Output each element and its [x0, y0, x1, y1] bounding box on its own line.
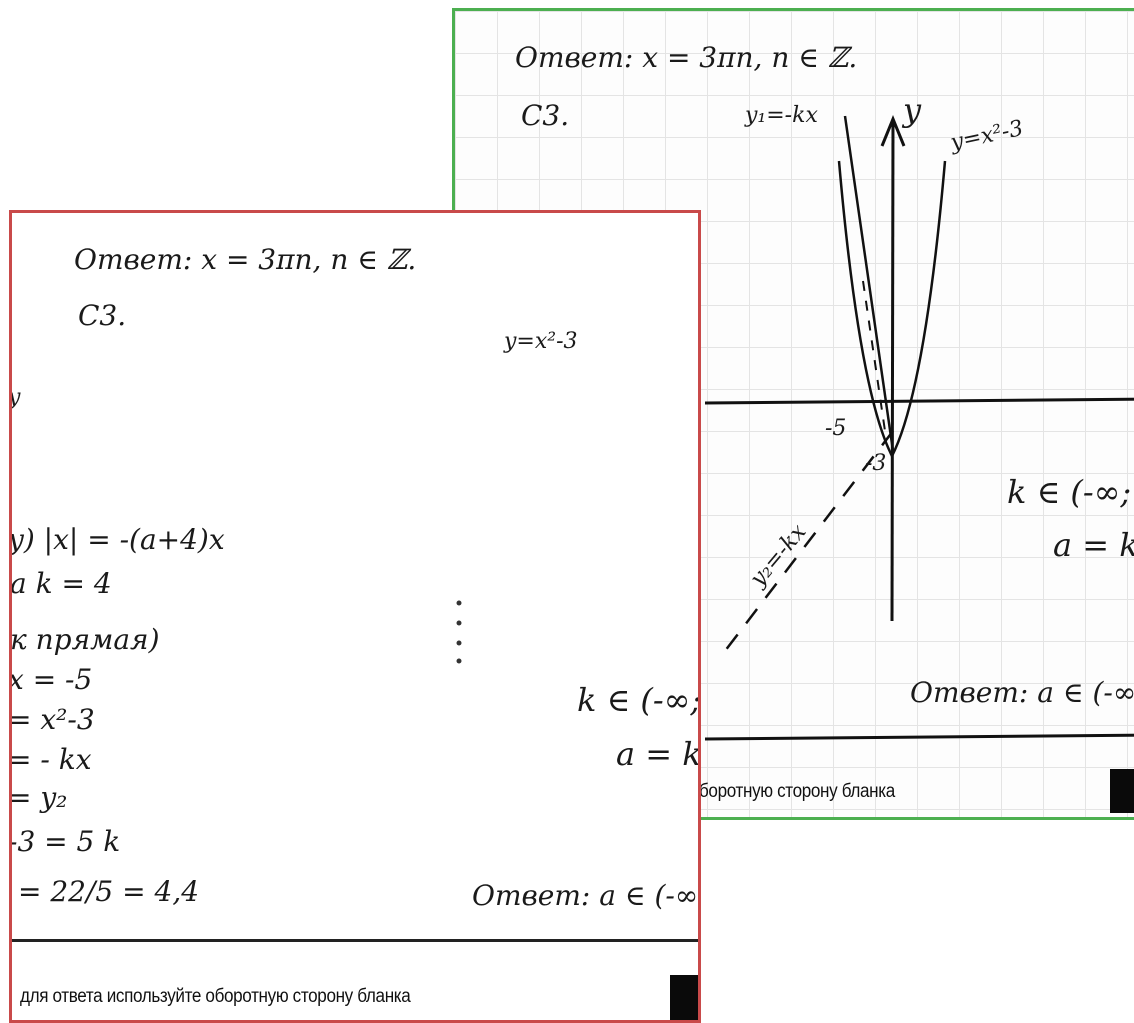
dot-mark: [456, 640, 462, 646]
front-footer-text: для ответа используйте оборотную сторону…: [20, 986, 411, 1007]
front-parabola-label: y=x²-3: [504, 329, 578, 354]
back-tick-minus5: -5: [825, 416, 847, 441]
front-work-line-7: = y₂: [9, 781, 68, 814]
front-k-range: k ∈ (-∞;: [577, 681, 701, 719]
back-k-range: k ∈ (-∞;: [1007, 473, 1132, 511]
front-answer-line: Ответ: x = 3πn, n ∈ ℤ.: [74, 243, 417, 276]
line-y1: [843, 115, 895, 452]
front-task-label: С3.: [78, 299, 127, 332]
helper-dashed: [862, 280, 886, 432]
front-work-line-3: к прямая): [10, 623, 160, 656]
x-axis: [704, 397, 1134, 405]
y-axis: [890, 120, 895, 622]
dot-mark: [456, 620, 462, 626]
dot-mark: [456, 600, 462, 606]
back-final-answer: Ответ: a ∈ (-∞: [910, 676, 1134, 709]
back-footer-text: боротную сторону бланка: [699, 781, 895, 802]
back-y-axis-label: y: [903, 91, 922, 129]
back-line-label-top: y₁=-kx: [745, 103, 818, 128]
front-work-line-2: a k = 4: [10, 567, 112, 600]
back-bottom-rule: [704, 733, 1134, 741]
back-task-label: С3.: [521, 99, 570, 132]
back-answer-line: Ответ: x = 3πn, n ∈ ℤ.: [515, 41, 858, 74]
front-answer-sheet: Ответ: x = 3πn, n ∈ ℤ. С3. y=x²-3 y y) |…: [9, 210, 701, 1023]
front-work-line-1: y) |x| = -(a+4)x: [9, 523, 225, 556]
front-work-line-4: x = -5: [9, 663, 93, 696]
front-final-answer: Ответ: a ∈ (-∞: [472, 879, 699, 912]
dot-mark: [456, 658, 462, 664]
front-dots: [456, 600, 462, 664]
back-a-eq: a = k: [1053, 526, 1134, 564]
front-a-eq: a = k: [616, 735, 701, 773]
back-tick-minus3: -3: [865, 451, 887, 476]
parabola-curve: [837, 160, 947, 459]
front-edge-mark: y: [9, 385, 21, 410]
front-corner-marker: [670, 975, 698, 1020]
back-corner-marker: [1110, 769, 1134, 813]
front-work-line-5: = x²-3: [9, 703, 95, 736]
graph-drawing: [704, 115, 1134, 741]
y-axis-arrow: [880, 115, 906, 147]
front-work-line-8: -3 = 5 k: [9, 825, 121, 858]
front-bottom-rule: [12, 939, 698, 942]
front-work-line-6: = - kx: [9, 743, 92, 776]
front-work-line-9: = 22/5 = 4,4: [18, 875, 200, 908]
line-y2-dashed: [724, 430, 894, 652]
